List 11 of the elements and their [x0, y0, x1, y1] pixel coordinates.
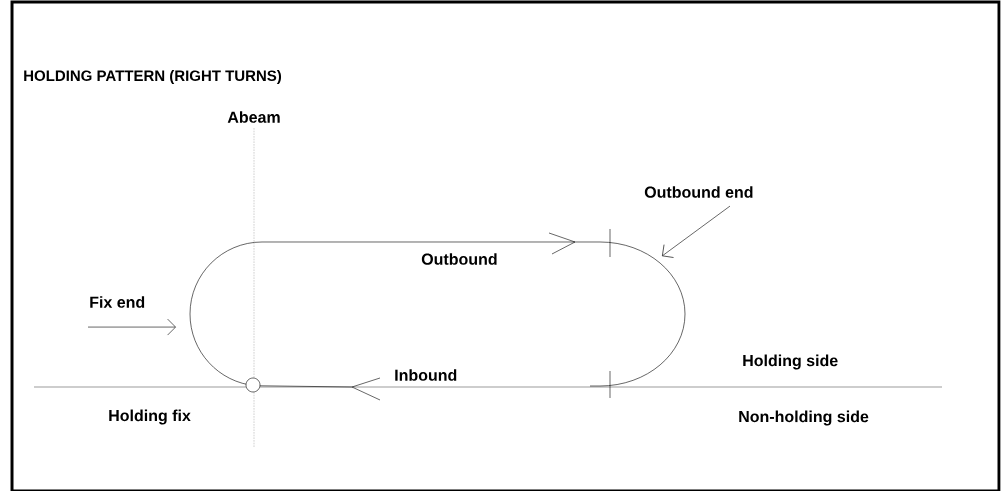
- label: Holding fix: [109, 409, 191, 425]
- label: Holding side: [743, 354, 838, 370]
- label: Outbound: [421, 253, 497, 265]
- leader-arrow: [662, 205, 731, 258]
- title: HOLDING PATTERN (RIGHT TURNS): [24, 70, 282, 84]
- label: Inbound: [395, 369, 457, 381]
- label: Non-holding side: [739, 410, 869, 426]
- leader-arrow: [87, 318, 176, 336]
- callout-text: Fix end: [90, 296, 145, 308]
- callout-text: Outbound end: [644, 186, 753, 198]
- label: Abeam: [227, 111, 280, 123]
